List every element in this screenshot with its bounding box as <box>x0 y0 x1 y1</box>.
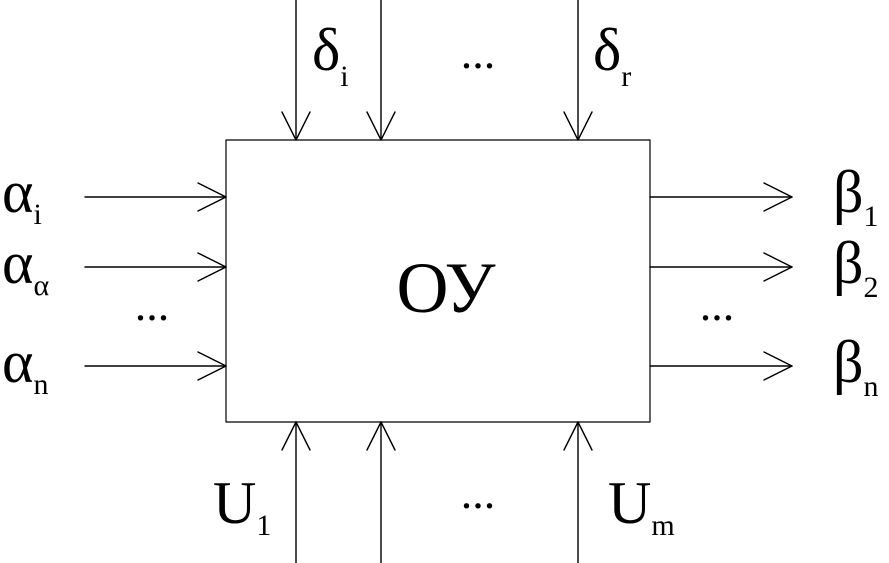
delta-last-label: δr <box>593 17 631 93</box>
left-arrow-2 <box>84 252 227 282</box>
alpha-last-label: αn <box>2 329 48 401</box>
control-object-box <box>225 139 651 423</box>
delta-first-label: δi <box>312 17 349 93</box>
bottom-arrow-3 <box>563 421 593 563</box>
u-first-label: U1 <box>213 470 271 542</box>
left-arrow-1 <box>84 182 227 212</box>
top-ellipsis: ... <box>461 27 496 78</box>
control-object-label: ОУ <box>397 248 496 328</box>
right-arrow-3 <box>649 351 793 381</box>
beta-last-label: βn <box>833 329 879 403</box>
right-ellipsis: ... <box>700 279 735 330</box>
left-arrow-3 <box>84 351 227 381</box>
beta-first-label: β1 <box>833 159 879 233</box>
right-arrow-1 <box>649 182 793 212</box>
beta-second-label: β2 <box>833 230 879 304</box>
top-arrow-1 <box>281 0 311 141</box>
top-arrow-3 <box>563 0 593 141</box>
alpha-first-label: αi <box>2 159 42 231</box>
right-arrow-2 <box>649 252 793 282</box>
top-arrow-2 <box>366 0 396 141</box>
bottom-arrow-1 <box>281 421 311 563</box>
alpha-second-label: αα <box>2 230 49 302</box>
bottom-ellipsis: ... <box>461 467 496 518</box>
left-ellipsis: ... <box>135 279 170 330</box>
u-last-label: Um <box>608 470 675 542</box>
bottom-arrow-2 <box>366 421 396 563</box>
